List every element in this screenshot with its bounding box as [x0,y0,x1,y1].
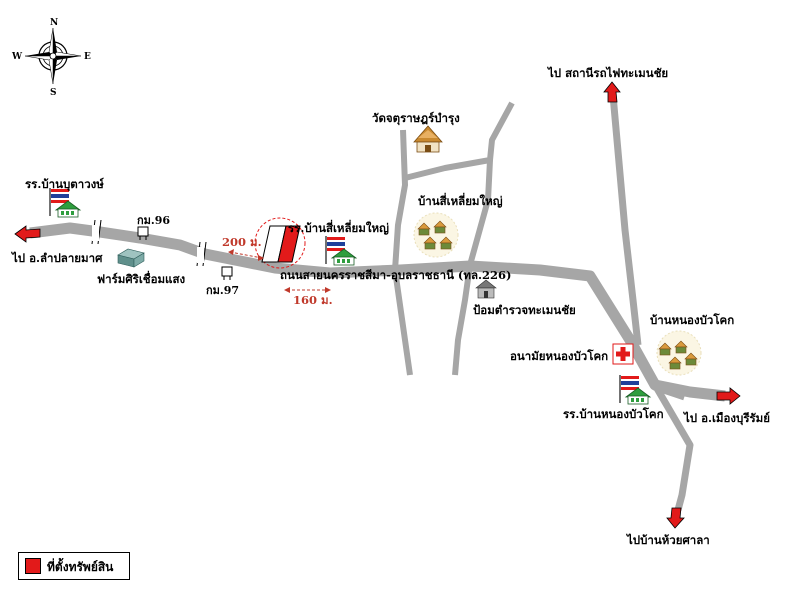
map-labels: รร.บ้านบุตาวงษ์ ไป อ.ลำปลายมาศ กม.96 กม.… [10,66,770,547]
arrow-west-icon [14,225,41,243]
to-buriram-label: ไป อ.เมืองบุรีรัมย์ [682,411,770,426]
distance-160-label: 160 ม. [293,293,333,307]
village-nong-bua-khok-label: บ้านหนองบัวโคก [650,312,734,327]
school-flag-icon [325,236,358,266]
temple-icon [413,125,443,153]
police-post-icon [475,279,497,299]
school-si-liam-yai-label: รร.บ้านสี่เหลี่ยมใหญ่ [288,219,389,235]
property-location-marker [254,217,306,269]
red-cross-icon [612,343,634,365]
main-highway-road [29,222,687,401]
school-flag-icon [49,188,82,218]
police-post-label: ป้อมตำรวจทะเมนชัย [473,303,576,317]
temple-road [392,129,413,376]
distance-arrowheads [228,249,331,293]
buriram-road [653,379,726,402]
km-post-icon [137,226,149,240]
compass-rose-icon: N S E W [11,18,91,98]
distance-indicators [229,251,328,291]
arrow-east-icon [716,387,741,405]
km-post-icon [221,266,233,280]
compass-north-label: N [50,18,58,28]
health-station-label: อนามัยหนองบัวโคก [510,348,608,363]
to-station-label: ไป สถานีรถไฟทะเมนชัย [546,66,668,80]
property-swatch-icon [25,558,41,574]
huai-sala-road [651,383,694,511]
temple-label: วัดจตุราษฎร์บำรุง [372,111,460,126]
map-legend: ที่ตั้งทรัพย์สิน [18,552,130,580]
km97-label: กม.97 [206,284,239,297]
road-network [29,94,726,511]
to-lam-plai-mat-label: ไป อ.ลำปลายมาศ [10,251,103,265]
legend-property-label: ที่ตั้งทรัพย์สิน [47,560,114,574]
school-nong-bua-khok-label: รร.บ้านหนองบัวโคก [563,406,664,421]
arrow-north-icon [603,81,621,103]
village-houses-icon [413,212,459,258]
compass-west-label: W [11,52,23,62]
village-houses-icon [656,330,702,376]
farm-building-icon [117,248,145,268]
station-road [609,94,642,346]
school-ban-butawong-label: รร.บ้านบุตาวงษ์ [25,177,104,192]
km96-label: กม.96 [137,214,170,227]
direction-arrows [14,81,741,529]
village-road-east [452,159,493,376]
to-huai-sala-label: ไปบ้านห้วยศาลา [625,533,710,547]
compass-east-label: E [84,52,91,62]
arrow-south-icon [666,507,685,529]
compass-south-label: S [50,88,57,98]
distance-200-label: 200 ม. [222,235,262,249]
farm-siri-label: ฟาร์มศิริเชื่อมแสง [97,270,185,286]
road-break-marks [91,219,207,267]
school-flag-icon [619,375,652,405]
road-name-label: ถนนสายนครราชสีมา-อุบลราชธานี (ทล.226) [280,268,511,283]
village-si-liam-yai-label: บ้านสี่เหลี่ยมใหญ่ [418,192,503,208]
